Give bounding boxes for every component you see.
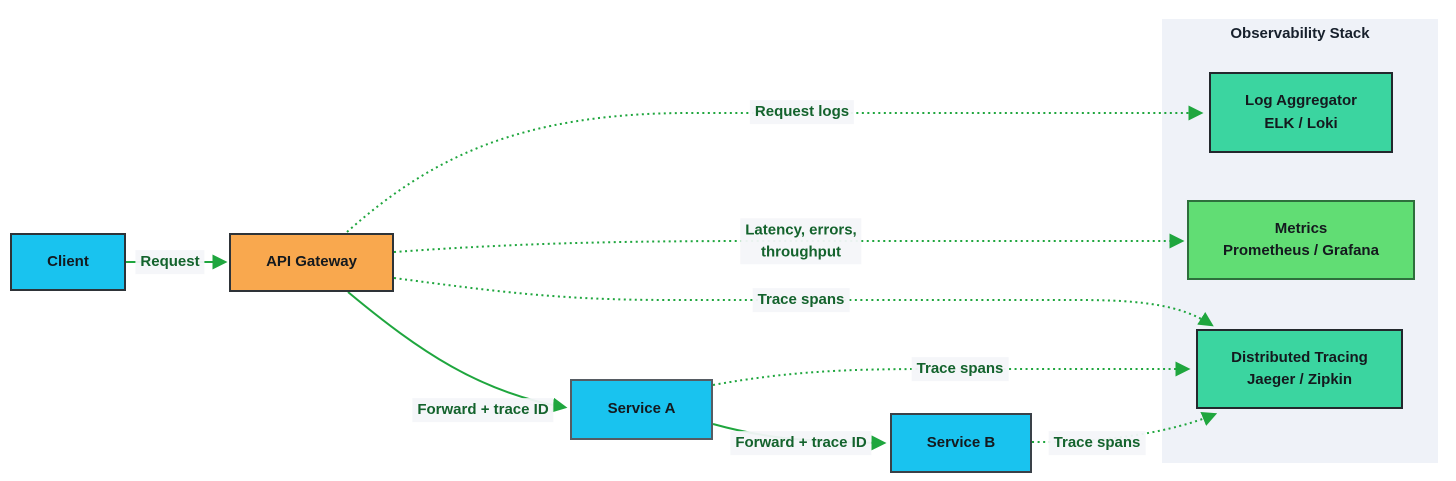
edge-label-service-b-trace-spans: Trace spans [1048,431,1146,455]
node-client-label: Client [47,252,89,270]
node-distributed-tracing: Distributed Tracing Jaeger / Zipkin [1196,329,1403,409]
edge-forward-trace-a [347,291,568,413]
node-api-gateway-label: API Gateway [266,253,357,271]
edge-label-forward-trace-b: Forward + trace ID [730,431,872,455]
edge-label-gateway-trace-spans: Trace spans [752,288,850,312]
node-log-aggregator-line1: Log Aggregator [1245,92,1357,109]
edge-request-logs [346,105,1204,233]
node-metrics-line1: Metrics [1274,219,1328,237]
edge-label-forward-trace-a: Forward + trace ID [412,398,554,422]
edge-label-request-logs: Request logs [749,100,855,124]
node-service-b-label: Service B [926,433,996,451]
edge-label-request: Request [135,250,205,274]
edge-label-latency-metrics: Latency, errors, throughput [740,218,862,264]
node-metrics-line2: Prometheus / Grafana [1223,242,1379,259]
node-metrics: Metrics Prometheus / Grafana [1187,200,1415,280]
edge-label-service-a-trace-spans: Trace spans [911,357,1009,381]
node-service-b: Service B [890,413,1032,473]
node-distributed-tracing-line1: Distributed Tracing [1231,348,1368,366]
node-service-a-label: Service A [607,400,676,418]
node-distributed-tracing-line2: Jaeger / Zipkin [1246,371,1353,388]
panel-title: Observability Stack [1230,25,1370,42]
node-api-gateway: API Gateway [229,233,394,292]
node-log-aggregator: Log Aggregator ELK / Loki [1209,72,1393,153]
node-service-a: Service A [570,379,713,440]
node-log-aggregator-line2: ELK / Loki [1264,114,1338,132]
node-client: Client [10,233,126,291]
